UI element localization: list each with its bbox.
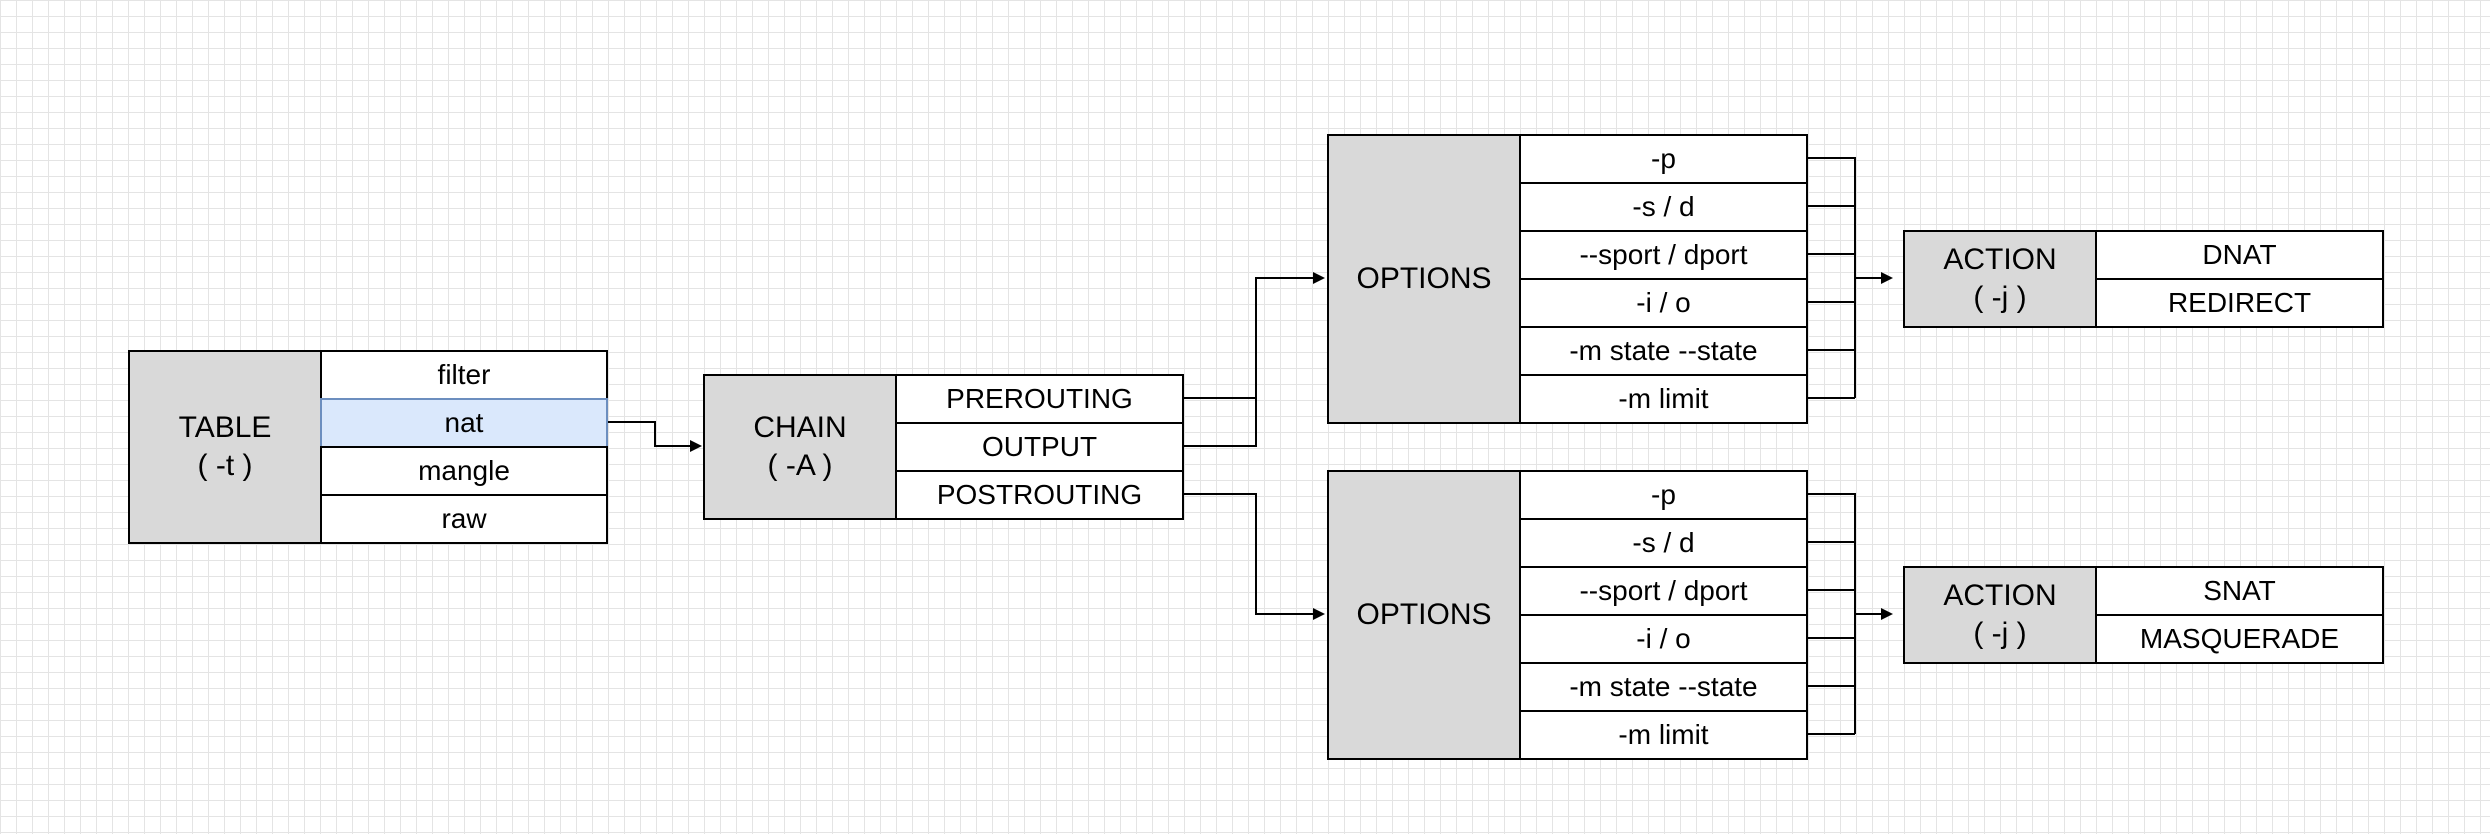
chain-header: CHAIN ( -A ) bbox=[703, 374, 897, 520]
action-top-flag: ( -j ) bbox=[1973, 281, 2027, 314]
options-bottom-title: OPTIONS bbox=[1356, 598, 1492, 631]
action-bottom-flag: ( -j ) bbox=[1973, 617, 2027, 650]
action-top-title: ACTION bbox=[1943, 243, 2057, 276]
arrow-postrouting-to-options bbox=[1183, 493, 1325, 620]
action-bottom-header: ACTION ( -j ) bbox=[1903, 566, 2097, 664]
table-header: TABLE ( -t ) bbox=[128, 350, 322, 544]
options-bottom-item-sd[interactable]: -s / d bbox=[1519, 518, 1808, 568]
options-bottom-bracket bbox=[1807, 493, 1856, 735]
action-top-header: ACTION ( -j ) bbox=[1903, 230, 2097, 328]
arrow-prerouting-to-options bbox=[1183, 272, 1325, 399]
options-bottom-item-sport-dport[interactable]: --sport / dport bbox=[1519, 566, 1808, 616]
action-top-item-redirect[interactable]: REDIRECT bbox=[2095, 278, 2384, 328]
table-flag: ( -t ) bbox=[197, 449, 253, 482]
action-bottom-title: ACTION bbox=[1943, 579, 2057, 612]
line-output-to-options bbox=[1183, 398, 1257, 447]
chain-item-output[interactable]: OUTPUT bbox=[895, 422, 1184, 472]
options-top-item-limit[interactable]: -m limit bbox=[1519, 374, 1808, 424]
options-top-title: OPTIONS bbox=[1356, 262, 1492, 295]
options-bottom-item-limit[interactable]: -m limit bbox=[1519, 710, 1808, 760]
chain-title: CHAIN bbox=[753, 411, 847, 444]
table-item-nat[interactable]: nat bbox=[320, 398, 608, 448]
options-top-bracket bbox=[1807, 157, 1856, 399]
options-bottom-header: OPTIONS bbox=[1327, 470, 1521, 760]
options-top-item-p[interactable]: -p bbox=[1519, 134, 1808, 184]
options-bottom-item-p[interactable]: -p bbox=[1519, 470, 1808, 520]
table-item-mangle[interactable]: mangle bbox=[320, 446, 608, 496]
action-bottom-item-masquerade[interactable]: MASQUERADE bbox=[2095, 614, 2384, 664]
action-bottom-item-snat[interactable]: SNAT bbox=[2095, 566, 2384, 616]
table-item-raw[interactable]: raw bbox=[320, 494, 608, 544]
chain-item-prerouting[interactable]: PREROUTING bbox=[895, 374, 1184, 424]
action-top-item-dnat[interactable]: DNAT bbox=[2095, 230, 2384, 280]
table-title: TABLE bbox=[178, 411, 272, 444]
chain-item-postrouting[interactable]: POSTROUTING bbox=[895, 470, 1184, 520]
options-top-item-state[interactable]: -m state --state bbox=[1519, 326, 1808, 376]
options-bottom-item-state[interactable]: -m state --state bbox=[1519, 662, 1808, 712]
options-top-item-sd[interactable]: -s / d bbox=[1519, 182, 1808, 232]
options-top-header: OPTIONS bbox=[1327, 134, 1521, 424]
options-top-item-sport-dport[interactable]: --sport / dport bbox=[1519, 230, 1808, 280]
options-bottom-item-io[interactable]: -i / o bbox=[1519, 614, 1808, 664]
arrow-nat-to-chain bbox=[607, 421, 702, 452]
table-item-filter[interactable]: filter bbox=[320, 350, 608, 400]
chain-flag: ( -A ) bbox=[767, 449, 833, 482]
options-top-item-io[interactable]: -i / o bbox=[1519, 278, 1808, 328]
